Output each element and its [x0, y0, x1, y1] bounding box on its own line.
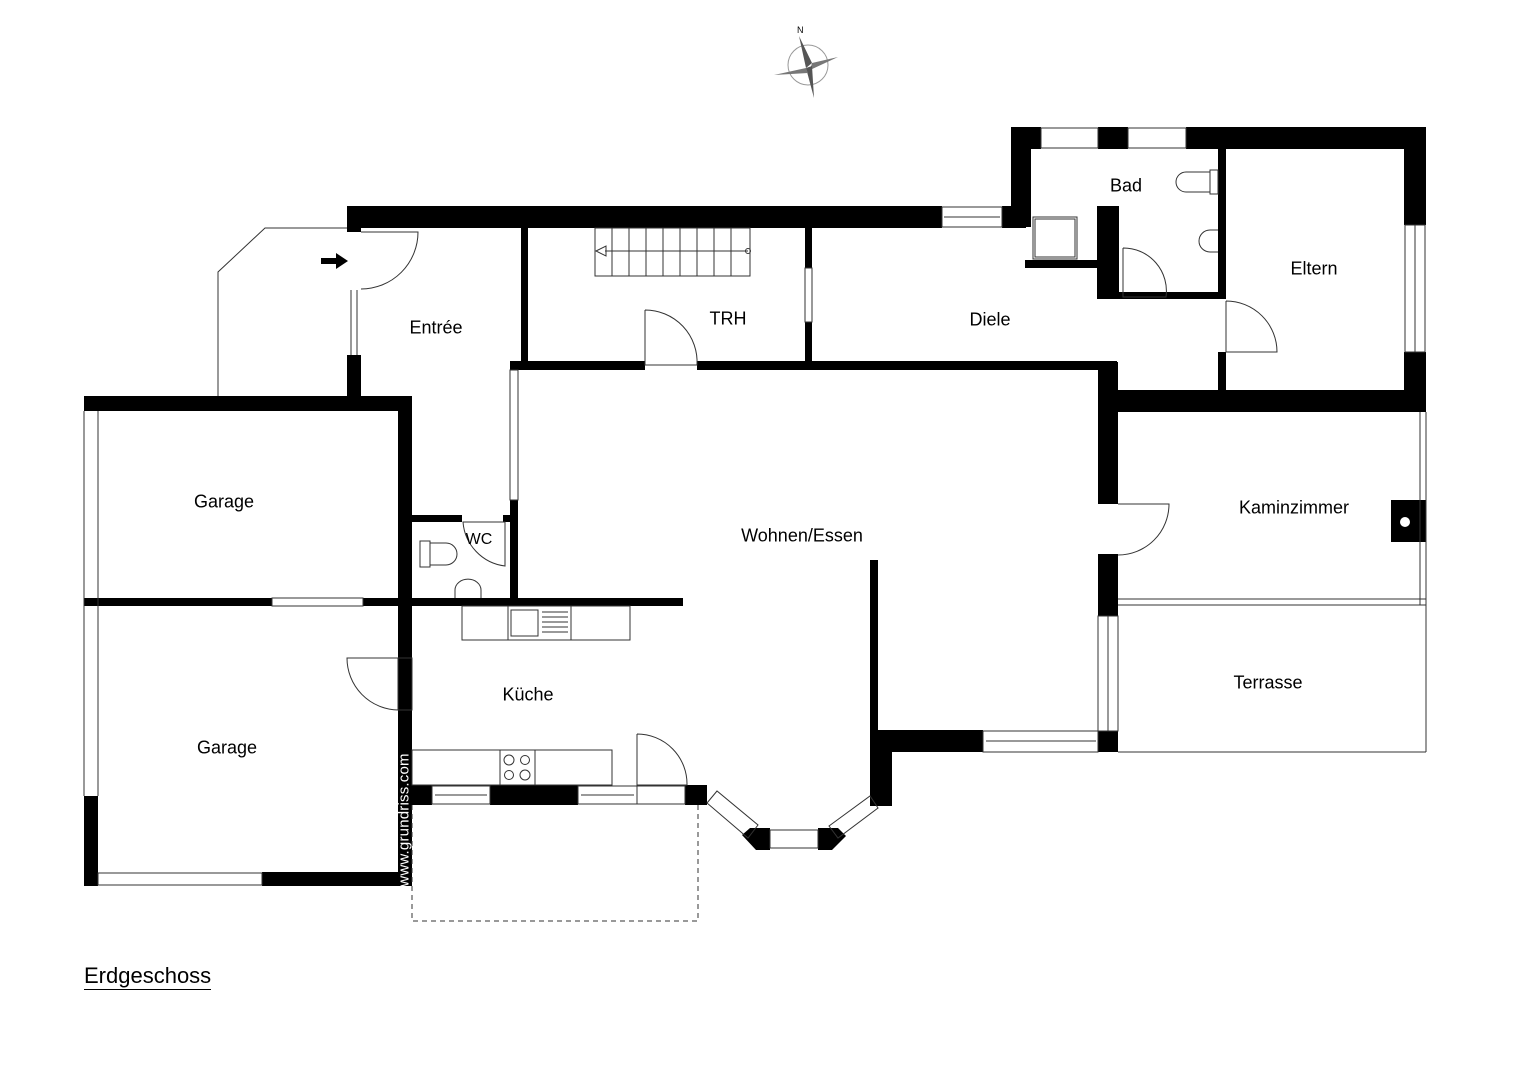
room-label-diele: Diele: [969, 309, 1011, 330]
thin-lines: [83, 127, 1427, 922]
svg-text:N: N: [797, 25, 804, 35]
walls: [84, 127, 1426, 886]
entrance-arrow-icon: [321, 253, 348, 269]
room-label-entree: Entrée: [409, 317, 463, 338]
room-label-trh: TRH: [709, 308, 747, 329]
room-label-kueche: Küche: [502, 684, 554, 705]
room-label-eltern: Eltern: [1290, 258, 1338, 279]
room-label-wc: WC: [465, 531, 493, 548]
room-label-bad: Bad: [1109, 175, 1143, 196]
watermark: www.grundriss.com: [395, 753, 413, 887]
room-label-terrasse: Terrasse: [1233, 672, 1303, 693]
room-label-garage-top: Garage: [193, 491, 255, 512]
room-label-garage-bottom: Garage: [196, 737, 258, 758]
compass-rose-icon: N: [774, 25, 838, 98]
room-label-kaminzimmer: Kaminzimmer: [1238, 497, 1350, 518]
floor-title: Erdgeschoss: [84, 963, 212, 990]
room-label-wohnen-essen: Wohnen/Essen: [741, 525, 863, 546]
